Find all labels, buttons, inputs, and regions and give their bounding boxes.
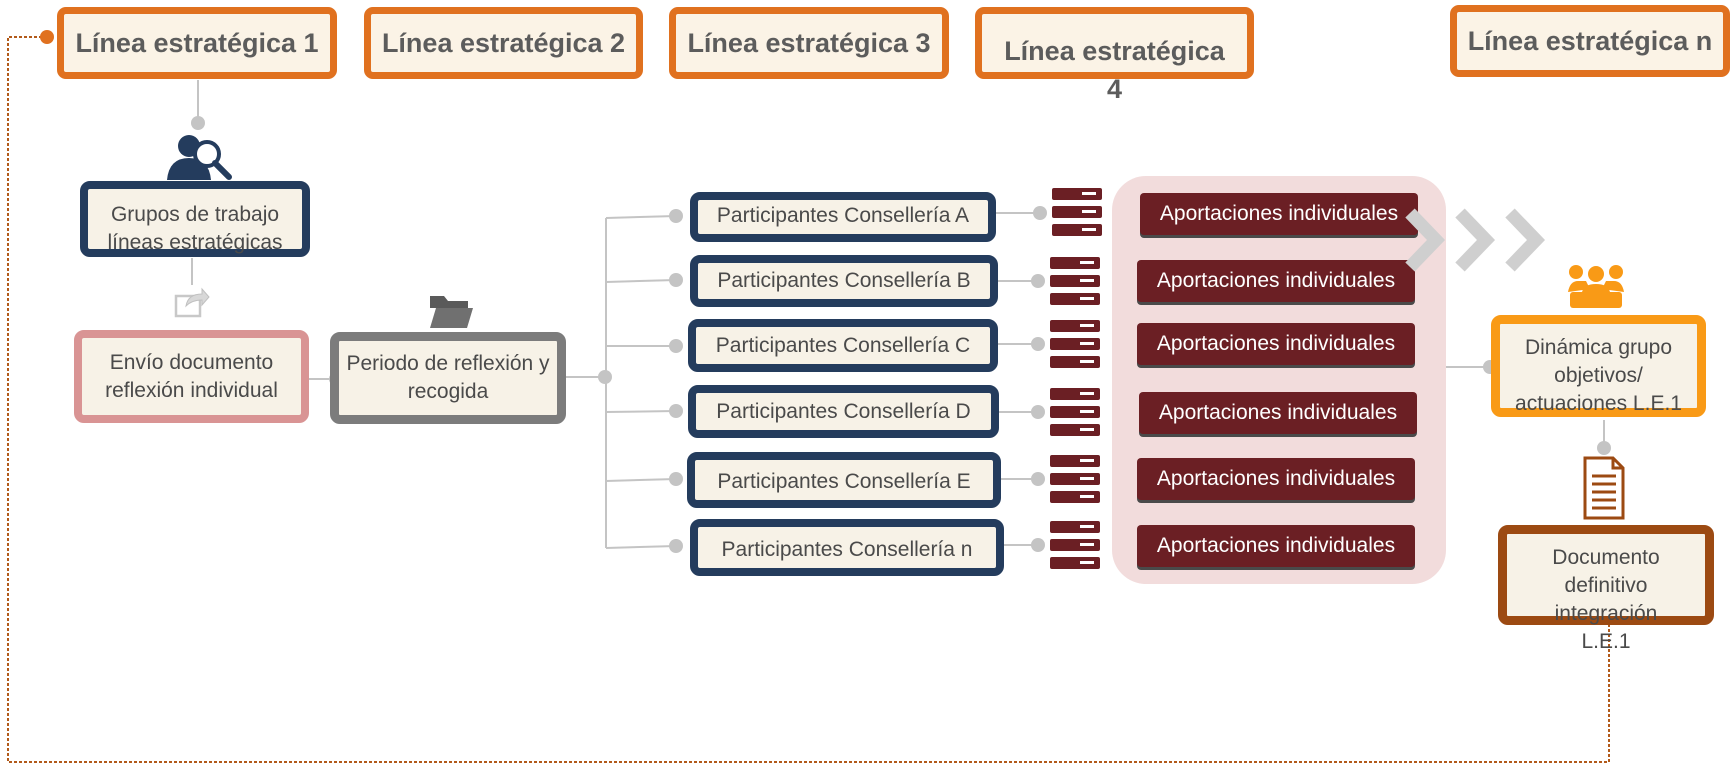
strategic-line-3-label: Línea estratégica 3	[687, 27, 931, 58]
contribution-c-label: Aportaciones individuales	[1156, 332, 1396, 355]
send-document-box: Envío documento reflexión individual	[74, 330, 309, 423]
tree-dot	[669, 539, 683, 553]
strategic-line-4: Línea estratégica 4	[975, 7, 1254, 104]
participants-d-box: Participantes Consellería D	[688, 385, 999, 438]
strategic-line-2: Línea estratégica 2	[364, 7, 643, 79]
strategic-line-1: Línea estratégica 1	[57, 7, 337, 79]
share-icon	[174, 287, 210, 318]
participants-c-box: Participantes Consellería C	[688, 319, 998, 372]
strategic-line-4-label: Línea estratégica 4	[1004, 36, 1225, 104]
reflection-period-label: Periodo de reflexión y recogida	[346, 352, 550, 403]
participants-a-box: Participantes Consellería A	[690, 192, 996, 242]
server-rack-icon	[1050, 521, 1100, 569]
server-dot	[1031, 337, 1045, 351]
contribution-c: Aportaciones individuales	[1137, 323, 1415, 365]
server-rack-icon	[1050, 388, 1100, 436]
server-rack-icon	[1050, 455, 1100, 503]
tree-dot	[669, 209, 683, 223]
server-rack-icon	[1050, 320, 1100, 368]
contribution-n-label: Aportaciones individuales	[1156, 534, 1396, 557]
strategic-line-1-label: Línea estratégica 1	[75, 27, 319, 58]
group-dynamics-label: Dinámica grupo objetivos/ actuaciones L.…	[1515, 336, 1682, 415]
participants-c-label: Participantes Consellería C	[715, 334, 971, 357]
server-dot	[1031, 472, 1045, 486]
participants-b-box: Participantes Consellería B	[690, 255, 998, 307]
strategic-line-n-label: Línea estratégica n	[1467, 25, 1713, 56]
tree-dot	[669, 339, 683, 353]
feedback-loop-line	[7, 36, 1610, 763]
participants-a-label: Participantes Consellería A	[716, 204, 970, 227]
tree-dot	[669, 404, 683, 418]
contribution-a: Aportaciones individuales	[1140, 193, 1418, 235]
contributions-panel	[1112, 176, 1446, 584]
tree-root-dot	[598, 370, 612, 384]
contribution-d: Aportaciones individuales	[1139, 392, 1417, 434]
contribution-n: Aportaciones individuales	[1137, 525, 1415, 567]
document-icon	[1583, 456, 1625, 520]
server-dot	[1031, 274, 1045, 288]
tree-dot	[669, 472, 683, 486]
team-meeting-icon	[1568, 265, 1624, 308]
strategic-line-2-label: Línea estratégica 2	[381, 27, 626, 58]
contribution-a-label: Aportaciones individuales	[1159, 202, 1399, 225]
chevron-right-icon	[1405, 208, 1546, 272]
working-groups-label: Grupos de trabajo líneas estratégicas	[107, 203, 283, 254]
send-document-label: Envío documento reflexión individual	[105, 350, 278, 402]
folder-icon	[430, 296, 473, 328]
participants-e-box: Participantes Consellería E	[687, 452, 1001, 508]
contribution-b-label: Aportaciones individuales	[1156, 269, 1396, 292]
strategic-line-3: Línea estratégica 3	[669, 7, 949, 79]
reflection-period-box: Periodo de reflexión y recogida	[330, 332, 566, 424]
strategic-line-n: Línea estratégica n	[1450, 5, 1730, 77]
final-document-box: Documento definitivo integración L.E.1	[1498, 525, 1714, 653]
server-dot	[1033, 206, 1047, 220]
server-rack-icon	[1052, 188, 1102, 236]
server-dot	[1031, 405, 1045, 419]
participants-b-label: Participantes Consellería B	[717, 269, 971, 292]
participants-d-label: Participantes Consellería D	[716, 400, 971, 423]
group-dynamics-box: Dinámica grupo objetivos/ actuaciones L.…	[1491, 315, 1706, 417]
working-groups-box: Grupos de trabajo líneas estratégicas	[80, 181, 310, 257]
server-rack-icon	[1050, 257, 1100, 305]
participants-e-label: Participantes Consellería E	[717, 470, 971, 493]
contribution-e: Aportaciones individuales	[1137, 458, 1415, 500]
participants-n-label: Participantes Consellería n	[721, 538, 973, 561]
participants-n-box: Participantes Consellería n	[690, 519, 1004, 576]
tree-dot	[669, 273, 683, 287]
group-top-dot	[191, 116, 205, 130]
final-document-label: Documento definitivo integración L.E.1	[1552, 546, 1660, 653]
contribution-b: Aportaciones individuales	[1137, 260, 1415, 302]
contribution-d-label: Aportaciones individuales	[1158, 401, 1398, 424]
dynamics-doc-dot	[1597, 441, 1611, 455]
people-magnifier-icon	[167, 135, 232, 180]
server-dot	[1031, 538, 1045, 552]
contribution-e-label: Aportaciones individuales	[1156, 467, 1396, 490]
loop-start-dot	[40, 30, 54, 44]
